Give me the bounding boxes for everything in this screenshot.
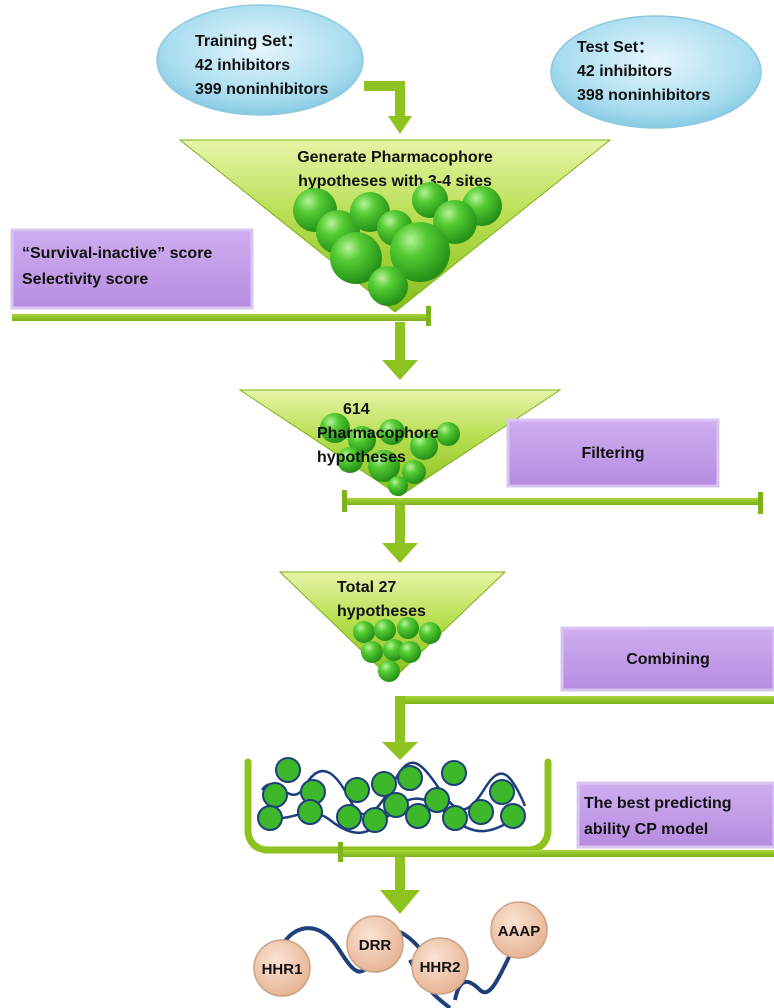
pharmacophore-sphere — [379, 419, 405, 445]
arrow-to-614 — [382, 322, 418, 380]
pharmacophore-sphere — [275, 757, 301, 783]
pharmacophore-sphere — [353, 621, 375, 643]
sphere-cluster-large — [293, 182, 502, 306]
training-set-inhibitors: 42 inhibitors — [195, 57, 290, 74]
model-node-hhr1: HHR1 — [253, 939, 311, 997]
hypotheses-27-label: hypotheses — [337, 603, 426, 620]
best-model-line1: The best predicting — [584, 795, 732, 812]
pharmacophore-sphere — [489, 779, 515, 805]
pharmacophore-sphere — [257, 805, 283, 831]
pharmacophore-sphere — [361, 641, 383, 663]
generate-title-line2: hypotheses with 3-4 sites — [298, 173, 492, 190]
pharmacophore-sphere — [297, 799, 323, 825]
training-set-noninhibitors: 399 noninhibitors — [195, 81, 328, 98]
filtering-bar — [342, 490, 763, 514]
pharmacophore-sphere — [442, 805, 468, 831]
pharmacophore-sphere — [410, 432, 438, 460]
pharmacophore-sphere — [371, 771, 397, 797]
pharmacophore-sphere — [436, 422, 460, 446]
pharmacophore-sphere — [383, 639, 405, 661]
pharmacophore-sphere — [419, 622, 441, 644]
pharmacophore-sphere — [362, 807, 388, 833]
best-model-box: The best predicting ability CP model — [576, 781, 774, 849]
model-node-label: DRR — [359, 937, 392, 954]
pharmacophore-sphere — [388, 476, 408, 496]
pharmacophore-sphere — [374, 619, 396, 641]
best-model-line2: ability CP model — [584, 821, 708, 838]
test-set-title: Test Set： — [577, 39, 654, 56]
test-set-noninhibitors: 398 noninhibitors — [577, 87, 710, 104]
survival-inactive-score-label: “Survival-inactive” score — [22, 245, 212, 262]
training-set-title: Training Set： — [195, 33, 303, 50]
score-filter-bar — [12, 306, 431, 326]
pharmacophore-sphere — [399, 641, 421, 663]
arrow-training-to-generate — [364, 81, 412, 134]
hypotheses-614-funnel — [238, 389, 562, 497]
pharmacophore-sphere — [344, 777, 370, 803]
selectivity-score-label: Selectivity score — [22, 271, 148, 288]
pharmacophore-sphere — [378, 660, 400, 682]
filtering-label: Filtering — [581, 445, 644, 462]
pharmacophore-sphere — [402, 460, 426, 484]
sphere-cluster-medium — [320, 413, 460, 496]
arrow-to-model — [380, 857, 420, 914]
combining-bar-arrow — [382, 696, 774, 760]
pharmacophore-sphere — [336, 804, 362, 830]
pharmacophore-sphere — [397, 617, 419, 639]
pharmacophore-sphere — [500, 803, 526, 829]
pharmacophore-sphere — [320, 413, 350, 443]
model-node-label: HHR1 — [262, 961, 303, 978]
model-node-hhr2: HHR2 — [411, 937, 469, 995]
pharmacophore-sphere — [368, 450, 400, 482]
total-27-label: Total 27 — [337, 579, 396, 596]
test-set-ellipse: Test Set： 42 inhibitors 398 noninhibitor… — [550, 15, 762, 129]
training-set-ellipse: Training Set： 42 inhibitors 399 noninhib… — [156, 4, 364, 116]
model-node-label: HHR2 — [420, 959, 461, 976]
pharmacophore-sphere — [262, 782, 288, 808]
count-614-label: 614 — [343, 401, 370, 418]
hypotheses-label: hypotheses — [317, 449, 406, 466]
pharmacophore-sphere — [330, 232, 382, 284]
pharmacophore-sphere — [433, 200, 477, 244]
combining-box: Combining — [560, 626, 774, 692]
combining-label: Combining — [626, 651, 710, 668]
score-box: “Survival-inactive” score Selectivity sc… — [10, 228, 254, 310]
pharmacophore-sphere — [405, 803, 431, 829]
bucket-spheres — [257, 757, 526, 833]
pharmacophore-label: Pharmacophore — [317, 425, 439, 442]
filtering-box: Filtering — [506, 418, 720, 488]
pharmacophore-sphere — [424, 787, 450, 813]
pharmacophore-sphere — [441, 760, 467, 786]
arrow-to-27 — [382, 505, 418, 563]
sphere-cluster-small — [353, 617, 441, 682]
best-model-bar — [338, 842, 774, 862]
pharmacophore-sphere — [468, 799, 494, 825]
model-node-drr: DRR — [346, 915, 404, 973]
pharmacophore-sphere — [337, 447, 363, 473]
pharmacophore-sphere — [348, 426, 376, 454]
pharmacophore-sphere — [397, 765, 423, 791]
test-set-inhibitors: 42 inhibitors — [577, 63, 672, 80]
generate-title-line1: Generate Pharmacophore — [297, 149, 493, 166]
model-node-label: AAAP — [498, 923, 541, 940]
model-node-aaap: AAAP — [490, 901, 548, 959]
pharmacophore-sphere — [383, 792, 409, 818]
pharmacophore-sphere — [390, 222, 450, 282]
pharmacophore-sphere — [368, 266, 408, 306]
